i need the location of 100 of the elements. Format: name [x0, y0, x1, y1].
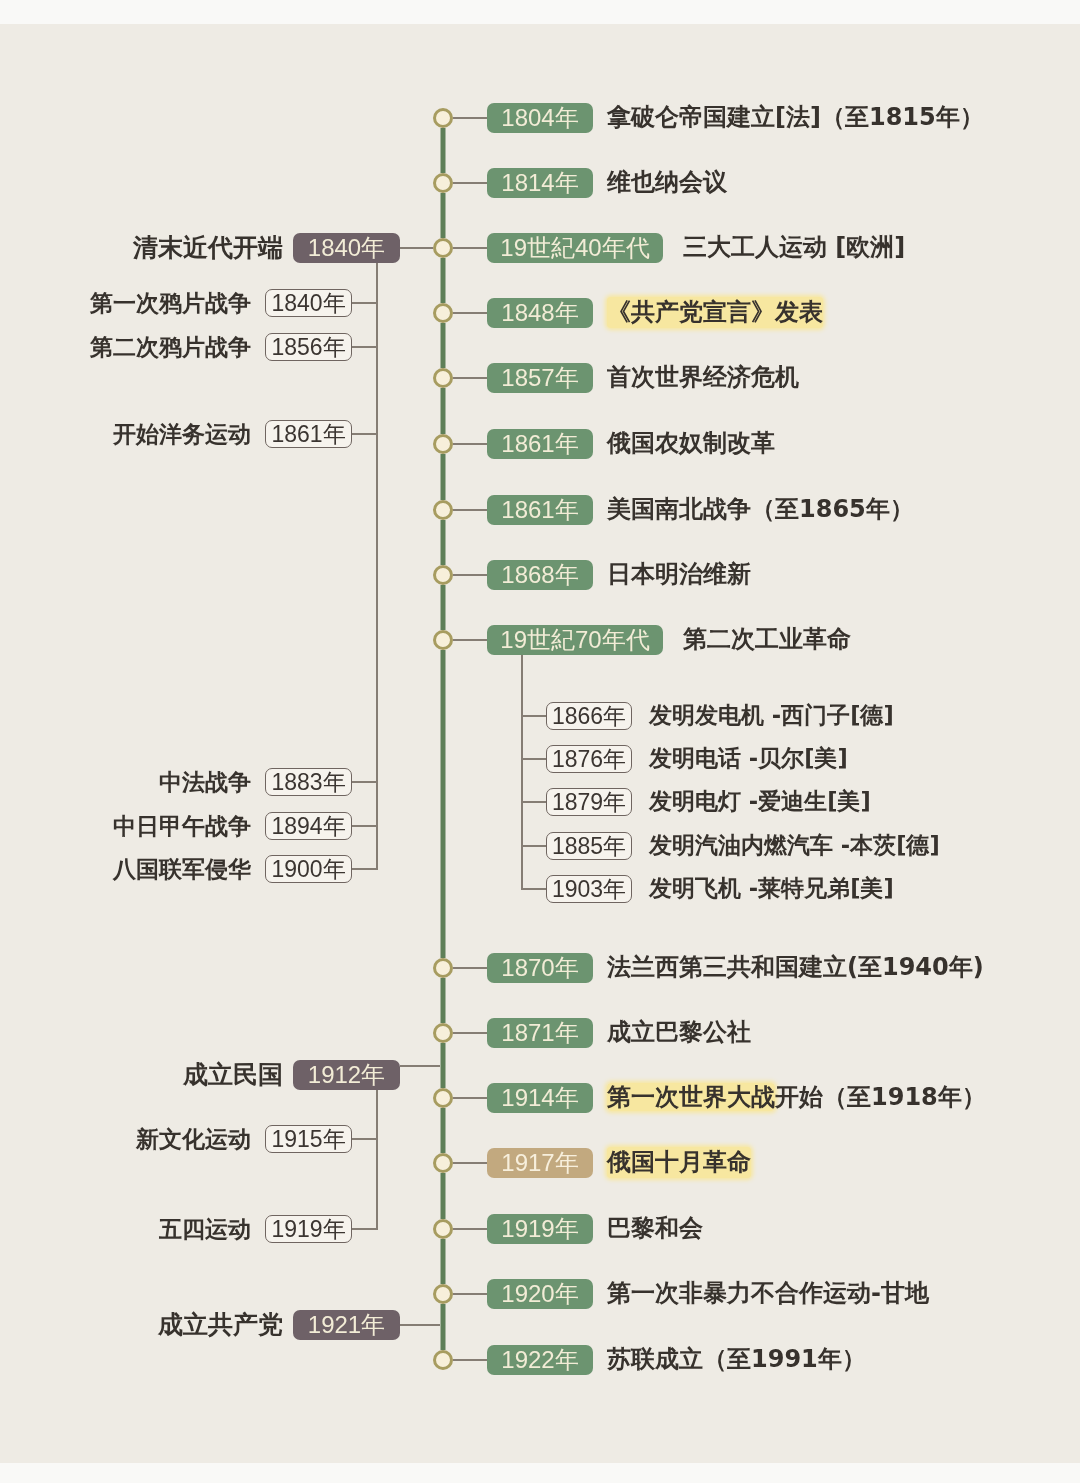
year-tag: 1861年 [265, 420, 352, 448]
connector-line [452, 1228, 488, 1230]
event-label: 第一次鸦片战争 [90, 289, 251, 319]
year-tag: 1919年 [265, 1215, 352, 1243]
event-description: 法兰西第三共和国建立(至1940年) [607, 952, 984, 984]
event-label: 成立共产党 [158, 1309, 283, 1342]
event-description: 日本明治维新 [607, 559, 751, 591]
connector-line [452, 509, 488, 511]
timeline-line [440, 323, 446, 368]
event-description: 巴黎和会 [607, 1213, 703, 1245]
timeline-line [440, 193, 446, 238]
timeline-line [440, 1173, 446, 1219]
event-description: 发明电话 -贝尔[美] [649, 744, 848, 774]
year-tag: 1919年 [487, 1214, 593, 1244]
year-tag: 1879年 [546, 788, 632, 816]
connector-line [452, 1293, 488, 1295]
event-description: 第一次世界大战开始（至1918年） [607, 1082, 986, 1114]
event-label: 成立民国 [183, 1059, 283, 1092]
year-tag: 1848年 [487, 298, 593, 328]
year-tag: 1915年 [265, 1125, 352, 1153]
year-tag: 1840年 [265, 289, 352, 317]
connector-line [452, 574, 488, 576]
year-tag: 1922年 [487, 1345, 593, 1375]
connector-line [452, 312, 488, 314]
timeline-line [440, 128, 446, 173]
year-tag: 1921年 [293, 1310, 400, 1340]
timeline-line [440, 454, 446, 500]
timeline-line [440, 1304, 446, 1350]
year-tag: 1861年 [487, 495, 593, 525]
timeline-line [440, 258, 446, 303]
year-tag: 1871年 [487, 1018, 593, 1048]
event-description: 俄国十月革命 [607, 1147, 751, 1179]
year-tag: 19世紀70年代 [487, 625, 663, 655]
connector-line [452, 967, 488, 969]
year-tag: 1876年 [546, 745, 632, 773]
year-tag: 19世紀40年代 [487, 233, 663, 263]
event-description: 第一次非暴力不合作运动-甘地 [607, 1278, 929, 1310]
connector-line [399, 1065, 441, 1067]
event-description: 第二次工业革命 [683, 624, 851, 656]
year-tag: 1868年 [487, 560, 593, 590]
event-label: 开始洋务运动 [113, 420, 251, 450]
connector-line [452, 117, 488, 119]
year-tag: 1861年 [487, 429, 593, 459]
event-label: 第二次鸦片战争 [90, 333, 251, 363]
event-description: 发明飞机 -莱特兄弟[美] [649, 874, 894, 904]
connector-line [452, 443, 488, 445]
year-tag: 1856年 [265, 333, 352, 361]
event-description: 首次世界经济危机 [607, 362, 799, 394]
year-tag: 1885年 [546, 832, 632, 860]
event-label: 八国联军侵华 [113, 855, 251, 885]
event-description: 苏联成立（至1991年） [607, 1344, 866, 1376]
year-tag: 1883年 [265, 768, 352, 796]
year-tag: 1903年 [546, 875, 632, 903]
year-tag: 1870年 [487, 953, 593, 983]
year-tag: 1840年 [293, 233, 400, 263]
timeline-line [440, 388, 446, 434]
event-description: 维也纳会议 [607, 167, 727, 199]
connector-line [452, 247, 488, 249]
year-tag: 1857年 [487, 363, 593, 393]
year-tag: 1912年 [293, 1060, 400, 1090]
year-tag: 1917年 [487, 1148, 593, 1178]
event-description: 拿破仑帝国建立[法]（至1815年） [607, 102, 984, 134]
event-description: 《共产党宣言》发表 [607, 297, 823, 329]
year-tag: 1866年 [546, 702, 632, 730]
event-label: 五四运动 [159, 1215, 251, 1245]
event-description: 三大工人运动 [欧洲] [683, 232, 906, 264]
event-description: 成立巴黎公社 [607, 1017, 751, 1049]
event-description: 发明汽油内燃汽车 -本茨[德] [649, 831, 940, 861]
year-tag: 1920年 [487, 1279, 593, 1309]
connector-line [399, 1324, 441, 1326]
connector-line [452, 182, 488, 184]
timeline-line [440, 1108, 446, 1153]
year-tag: 1814年 [487, 168, 593, 198]
timeline-line [440, 650, 446, 958]
timeline-line [440, 520, 446, 565]
event-description: 俄国农奴制改革 [607, 428, 775, 460]
connector-line [452, 1032, 488, 1034]
year-tag: 1914年 [487, 1083, 593, 1113]
connector-line [521, 654, 547, 890]
event-description: 美国南北战争（至1865年） [607, 494, 914, 526]
timeline-line [440, 1043, 446, 1088]
connector-line [452, 377, 488, 379]
year-tag: 1804年 [487, 103, 593, 133]
event-label: 清末近代开端 [133, 232, 283, 265]
timeline-line [440, 585, 446, 630]
timeline-line [440, 978, 446, 1023]
event-label: 新文化运动 [136, 1125, 251, 1155]
year-tag: 1900年 [265, 855, 352, 883]
event-description: 发明电灯 -爱迪生[美] [649, 787, 871, 817]
connector-line [399, 247, 434, 249]
timeline-line [440, 1239, 446, 1284]
connector-line [452, 1162, 488, 1164]
connector-line [452, 1097, 488, 1099]
connector-line [351, 1089, 378, 1230]
event-label: 中法战争 [159, 768, 251, 798]
event-description: 发明发电机 -西门子[德] [649, 701, 894, 731]
year-tag: 1894年 [265, 812, 352, 840]
connector-line [452, 639, 488, 641]
event-label: 中日甲午战争 [113, 812, 251, 842]
connector-line [452, 1359, 488, 1361]
